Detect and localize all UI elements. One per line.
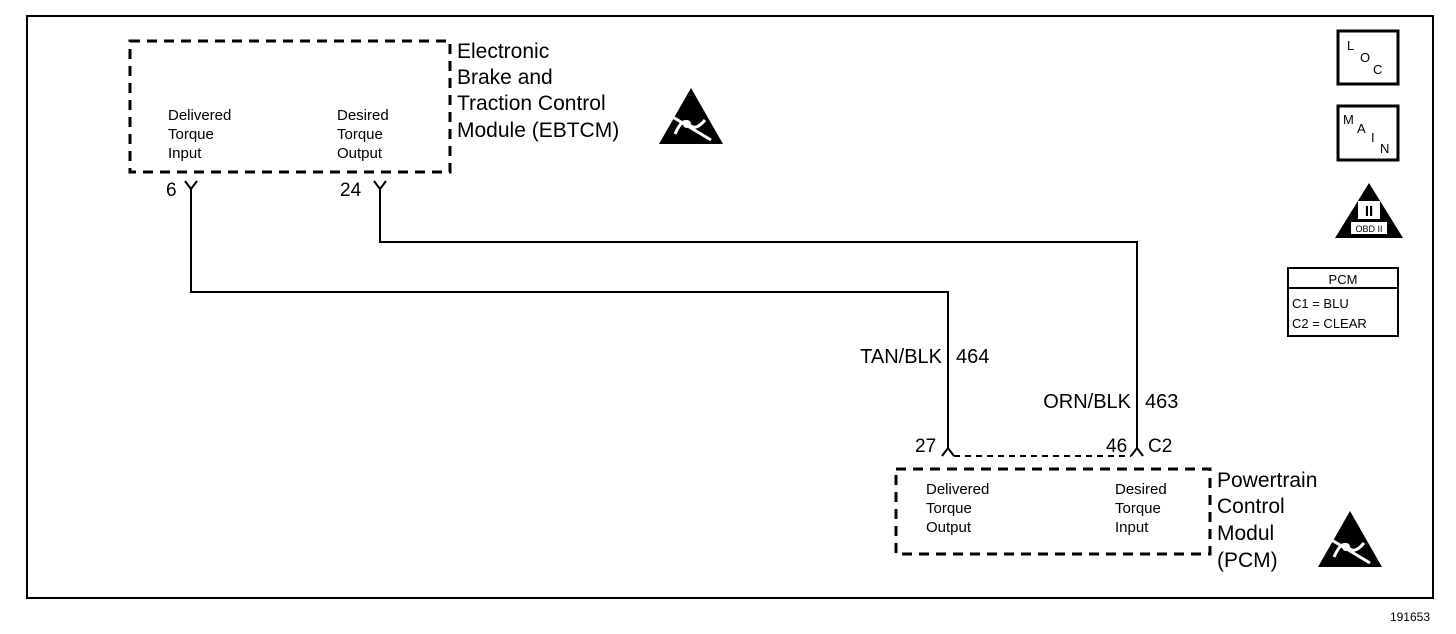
pcm-name-line-3: Modul <box>1217 522 1274 545</box>
wire-464-circuit-label: 464 <box>956 346 989 368</box>
obd-ii-icon: II OBD II <box>1335 183 1403 238</box>
loc-letter-o: O <box>1360 50 1370 65</box>
ebtcm-esd-sensitive-icon <box>657 86 725 146</box>
ebtcm-pin-6-connector-icon <box>184 180 198 198</box>
ebtcm-right-terminal-line-2: Torque <box>337 126 383 143</box>
pcm-right-terminal-line-2: Torque <box>1115 500 1161 517</box>
main-letter-i: I <box>1371 130 1375 145</box>
pcm-table-title: PCM <box>1329 272 1358 287</box>
ebtcm-right-terminal-line-1: Desired <box>337 107 389 124</box>
ebtcm-name-line-2: Brake and <box>457 66 553 89</box>
ebtcm-name-line-4: Module (EBTCM) <box>457 119 619 142</box>
ebtcm-left-terminal-line-3: Input <box>168 145 202 162</box>
pcm-table-row-c2: C2 = CLEAR <box>1292 316 1367 331</box>
loc-letter-l: L <box>1347 38 1354 53</box>
ebtcm-left-terminal-line-2: Torque <box>168 126 214 143</box>
pcm-pin-27: 27 <box>915 436 936 457</box>
wire-463-color-label: ORN/BLK <box>1043 391 1131 413</box>
pcm-pin-46: 46 <box>1106 436 1127 457</box>
wire-orn-blk-463 <box>379 198 1138 448</box>
main-letter-m: M <box>1343 112 1354 127</box>
ebtcm-dashed-box <box>128 39 452 174</box>
pcm-name-line-4: (PCM) <box>1217 549 1278 572</box>
pcm-connector-table: PCM C1 = BLU C2 = CLEAR <box>1287 267 1399 337</box>
main-letter-n: N <box>1380 141 1389 156</box>
ebtcm-module: Delivered Torque Input Desired Torque Ou… <box>128 39 725 201</box>
main-letter-a: A <box>1357 121 1366 136</box>
main-icon: M A I N <box>1336 104 1400 162</box>
pcm-left-terminal-line-1: Delivered <box>926 481 989 498</box>
wire-464-color-label: TAN/BLK <box>860 346 943 368</box>
pcm-name-line-1: Powertrain <box>1217 469 1317 492</box>
pcm-pin-46-connector-icon <box>1130 446 1144 457</box>
ebtcm-name-line-1: Electronic <box>457 40 549 63</box>
pcm-pin-27-connector-icon <box>941 446 955 457</box>
pcm-esd-sensitive-icon <box>1316 509 1384 569</box>
ebtcm-name-line-3: Traction Control <box>457 92 606 115</box>
pcm-right-terminal-line-1: Desired <box>1115 481 1167 498</box>
ebtcm-pin-6: 6 <box>166 180 177 201</box>
pcm-left-terminal-line-3: Output <box>926 519 972 536</box>
ebtcm-right-terminal-line-3: Output <box>337 145 383 162</box>
pcm-left-terminal-line-2: Torque <box>926 500 972 517</box>
diagram-frame <box>26 15 1434 599</box>
ebtcm-pin-24: 24 <box>340 180 362 201</box>
loc-icon: L O C <box>1336 29 1400 86</box>
figure-number: 191653 <box>1390 610 1430 624</box>
pcm-name-line-2: Control <box>1217 495 1285 518</box>
obd-label: OBD II <box>1355 224 1382 234</box>
pcm-dashed-box <box>894 467 1212 556</box>
pcm-module: Delivered Torque Output Desired Torque I… <box>894 467 1384 572</box>
wire-tan-blk-464 <box>190 198 949 448</box>
wire-463-circuit-label: 463 <box>1145 391 1178 413</box>
pcm-connector-c2: C2 <box>1148 436 1172 457</box>
pcm-right-terminal-line-3: Input <box>1115 519 1149 536</box>
ebtcm-left-terminal-line-1: Delivered <box>168 107 231 124</box>
obd-numeral: II <box>1365 203 1373 220</box>
ebtcm-pin-24-connector-icon <box>373 180 387 198</box>
pcm-table-row-c1: C1 = BLU <box>1292 296 1349 311</box>
loc-letter-c: C <box>1373 62 1382 77</box>
